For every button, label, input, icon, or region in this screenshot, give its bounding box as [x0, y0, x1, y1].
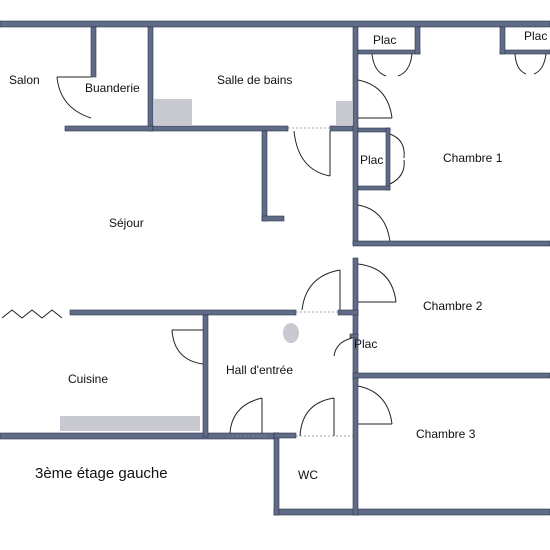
door-hall-sejour [301, 269, 341, 311]
wall-ch2-ch3 [352, 372, 550, 379]
door-plac-top-right [514, 53, 547, 75]
wall-plac-ch1-bottom [357, 185, 391, 191]
wall-cuisine-top [69, 309, 297, 316]
room-label-chambre-3: Chambre 3 [416, 427, 476, 441]
door-chambre1-b [357, 204, 391, 243]
room-label-chambre-1: Chambre 1 [443, 151, 503, 165]
bathtub [154, 99, 192, 125]
wall-sdb-bottom-left [152, 125, 289, 132]
wall-ch2-left [352, 257, 359, 381]
door-plac-hall [333, 337, 353, 357]
room-label-wc: WC [298, 468, 318, 482]
door-plac-ch1 [389, 133, 405, 185]
door-entree [229, 397, 263, 434]
room-label-cuisine: Cuisine [68, 372, 109, 386]
room-label-placard-top-1: Plac [373, 33, 397, 47]
wall-plac-top-divider [414, 26, 421, 55]
room-label-salon: Salon [9, 73, 40, 87]
sejour-folding-door [1, 309, 63, 319]
washbasin [336, 101, 352, 125]
hall-light [283, 323, 299, 343]
room-label-placard-ch1: Plac [360, 153, 384, 167]
room-label-sejour: Séjour [109, 216, 144, 230]
wall-sejour-stub-foot [261, 215, 285, 222]
wall-wc-left [273, 432, 280, 516]
room-label-placard-hall: Plac [354, 337, 378, 351]
wall-wc-top [273, 432, 297, 439]
door-plac-top-left [371, 53, 413, 77]
door-buanderie [56, 76, 92, 119]
wall-cuisine-hall [202, 314, 209, 438]
room-label-salle-de-bains: Salle de bains [217, 73, 293, 87]
floor-label: 3ème étage gauche [35, 465, 168, 482]
wall-wc-right [352, 377, 359, 516]
wall-plac-hall-top [349, 333, 359, 339]
wall-ch1-ch2 [352, 240, 550, 247]
door-sdb [293, 130, 331, 177]
door-chambre1-a [357, 79, 393, 119]
wall-top [0, 20, 550, 28]
wall-plac-ch1-right [385, 127, 391, 191]
door-chambre3 [357, 385, 393, 425]
room-label-chambre-2: Chambre 2 [423, 299, 483, 313]
door-wc [299, 397, 335, 437]
room-label-placard-top-2: Plac [524, 29, 548, 43]
room-label-buanderie: Buanderie [85, 81, 140, 95]
wall-bottom-wc [273, 508, 550, 516]
wall-plac-ch1-top [357, 127, 391, 133]
wall-buanderie-left [90, 26, 97, 78]
wall-sejour-stub [261, 130, 268, 222]
kitchen-counter [60, 416, 200, 431]
room-label-hall-entree: Hall d'entrée [226, 363, 293, 377]
door-cuisine [171, 329, 204, 365]
wall-plac-top-right [499, 49, 550, 55]
wall-buanderie-bottom [64, 125, 154, 132]
wall-buanderie-right [147, 26, 154, 132]
wall-plac-top-right-side [499, 26, 506, 55]
door-chambre2 [357, 263, 397, 303]
wall-plac-top-left [357, 49, 421, 55]
wall-sdb-right [352, 26, 359, 246]
wall-hall-top-right [337, 309, 359, 316]
